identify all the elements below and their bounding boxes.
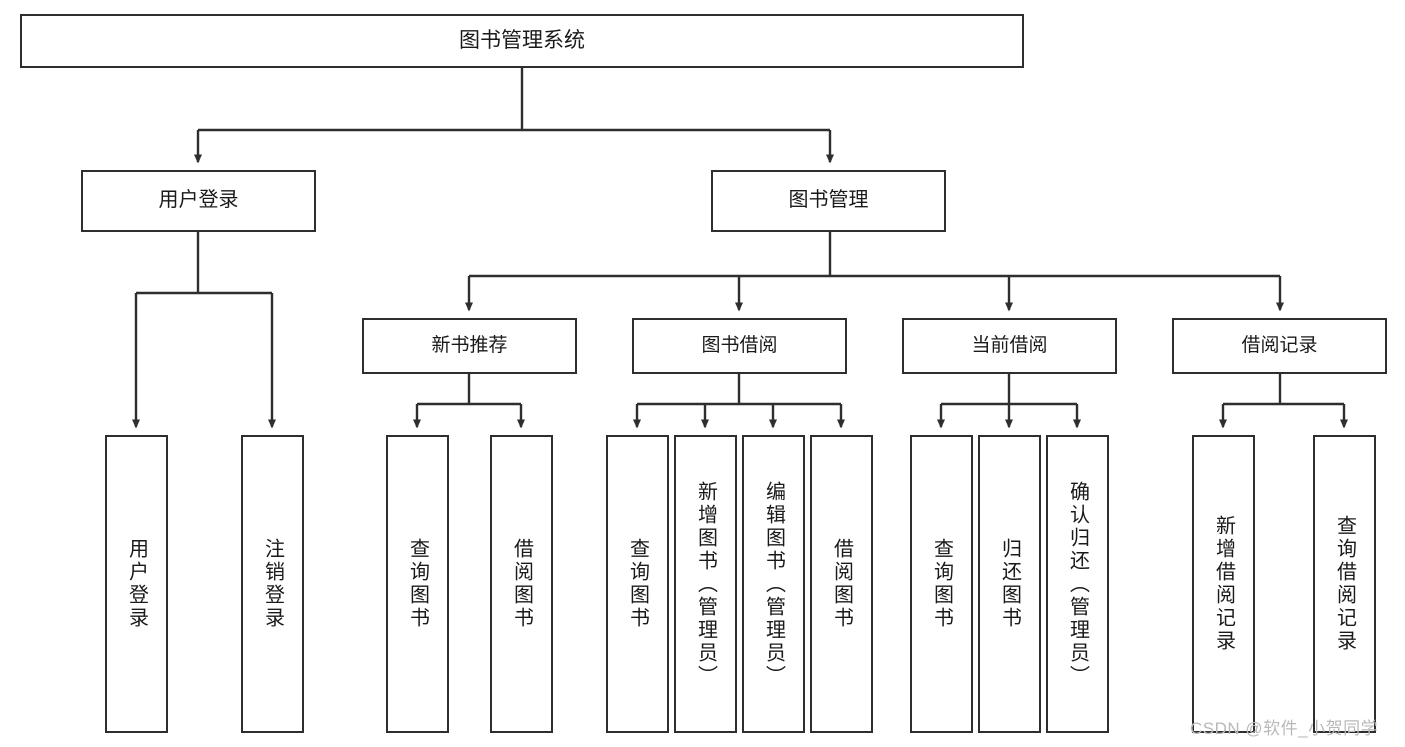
leaf-logout-login[interactable]: 注销登录 (241, 435, 304, 733)
csdn-watermark: CSDN @软件_小贺同学 (1190, 719, 1379, 738)
leaf-query-book-borrow[interactable]: 查询图书 (606, 435, 669, 733)
node-label: 查询图书 (930, 538, 953, 630)
node-label: 注销登录 (261, 538, 284, 630)
node-label: 图书管理 (788, 189, 869, 212)
node-label: 借阅记录 (1241, 334, 1318, 356)
node-label: 新书推荐 (431, 334, 508, 356)
node-label: 用户登录 (125, 538, 148, 630)
node-borrow-record[interactable]: 借阅记录 (1172, 318, 1387, 374)
leaf-edit-book-admin[interactable]: 编辑图书（管理员） (742, 435, 805, 733)
node-label: 归还图书 (998, 538, 1021, 630)
node-label: 当前借阅 (971, 334, 1048, 356)
node-book-management[interactable]: 图书管理 (711, 170, 946, 232)
node-current-borrow[interactable]: 当前借阅 (902, 318, 1117, 374)
leaf-confirm-return-admin[interactable]: 确认归还（管理员） (1046, 435, 1109, 733)
node-label: 图书借阅 (701, 334, 778, 356)
node-label: 查询图书 (626, 538, 649, 630)
leaf-user-login[interactable]: 用户登录 (105, 435, 168, 733)
node-label: 图书管理系统 (459, 28, 585, 52)
node-book-borrow[interactable]: 图书借阅 (632, 318, 847, 374)
node-label: 用户登录 (158, 189, 239, 212)
leaf-add-borrow-record[interactable]: 新增借阅记录 (1192, 435, 1255, 733)
node-label: 新增图书（管理员） (694, 480, 717, 688)
node-root-book-management-system[interactable]: 图书管理系统 (20, 14, 1024, 68)
node-label: 查询借阅记录 (1333, 515, 1356, 653)
leaf-return-book[interactable]: 归还图书 (978, 435, 1041, 733)
leaf-query-borrow-record[interactable]: 查询借阅记录 (1313, 435, 1376, 733)
node-label: 确认归还（管理员） (1066, 480, 1089, 688)
node-label: 编辑图书（管理员） (762, 480, 785, 688)
leaf-borrow-book-recommend[interactable]: 借阅图书 (490, 435, 553, 733)
leaf-add-book-admin[interactable]: 新增图书（管理员） (674, 435, 737, 733)
leaf-borrow-book[interactable]: 借阅图书 (810, 435, 873, 733)
node-new-book-recommend[interactable]: 新书推荐 (362, 318, 577, 374)
leaf-query-book-current[interactable]: 查询图书 (910, 435, 973, 733)
node-label: 借阅图书 (510, 538, 533, 630)
leaf-query-book-recommend[interactable]: 查询图书 (386, 435, 449, 733)
node-user-login[interactable]: 用户登录 (81, 170, 316, 232)
node-label: 新增借阅记录 (1212, 515, 1235, 653)
node-label: 借阅图书 (830, 538, 853, 630)
node-label: 查询图书 (406, 538, 429, 630)
